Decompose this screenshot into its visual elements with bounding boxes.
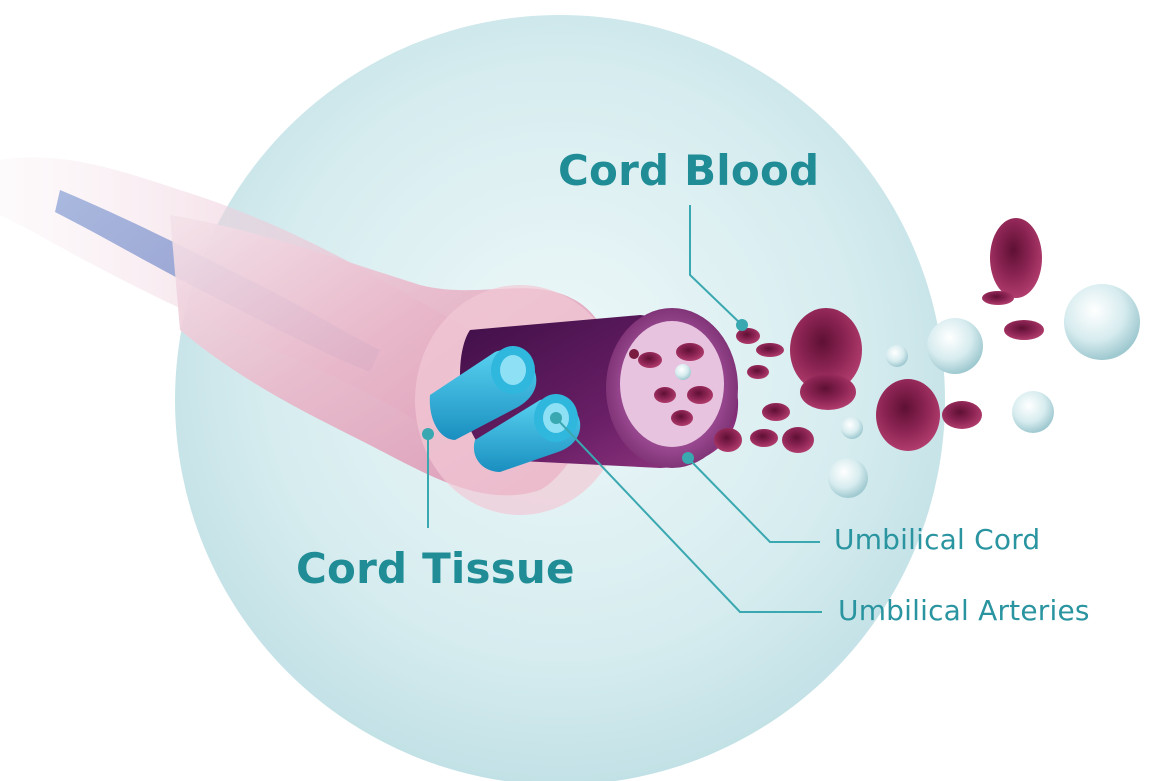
- red-blood-cell-icon: [756, 343, 784, 357]
- lumen-cells: [629, 343, 713, 426]
- white-blood-cells: [828, 284, 1140, 498]
- red-blood-cells: [714, 218, 1044, 453]
- label-cord-tissue: Cord Tissue: [296, 544, 575, 593]
- umbilical-vein-lumen: [620, 321, 724, 447]
- red-blood-cell-icon: [876, 379, 940, 451]
- leader-cord-blood: [689, 205, 743, 326]
- red-blood-cell-icon: [942, 401, 982, 429]
- leader-umbilical-arteries: [555, 417, 822, 613]
- white-blood-cell-icon: [1012, 391, 1054, 433]
- red-blood-cell-icon: [782, 427, 814, 453]
- red-blood-cell-icon: [990, 218, 1042, 298]
- red-blood-cell-icon: [790, 308, 862, 392]
- red-blood-cell-icon: [800, 374, 856, 410]
- red-blood-cell-icon: [982, 291, 1014, 305]
- white-blood-cell-icon: [828, 458, 868, 498]
- leader-umbilical-cord: [687, 457, 820, 543]
- label-umbilical-cord: Umbilical Cord: [834, 523, 1041, 556]
- red-blood-cell-icon: [1004, 320, 1044, 340]
- white-blood-cell-icon: [1064, 284, 1140, 360]
- white-blood-cell-icon: [927, 318, 983, 374]
- label-cord-blood: Cord Blood: [558, 146, 820, 195]
- leader-lines: [422, 205, 822, 613]
- red-blood-cell-icon: [747, 365, 769, 379]
- label-umbilical-arteries: Umbilical Arteries: [838, 594, 1090, 627]
- red-blood-cell-icon: [762, 403, 790, 421]
- white-blood-cell-icon: [886, 345, 908, 367]
- red-blood-cell-icon: [750, 429, 778, 447]
- white-blood-cell-icon: [841, 417, 863, 439]
- red-blood-cell-icon: [736, 328, 760, 344]
- red-blood-cell-icon: [714, 428, 742, 452]
